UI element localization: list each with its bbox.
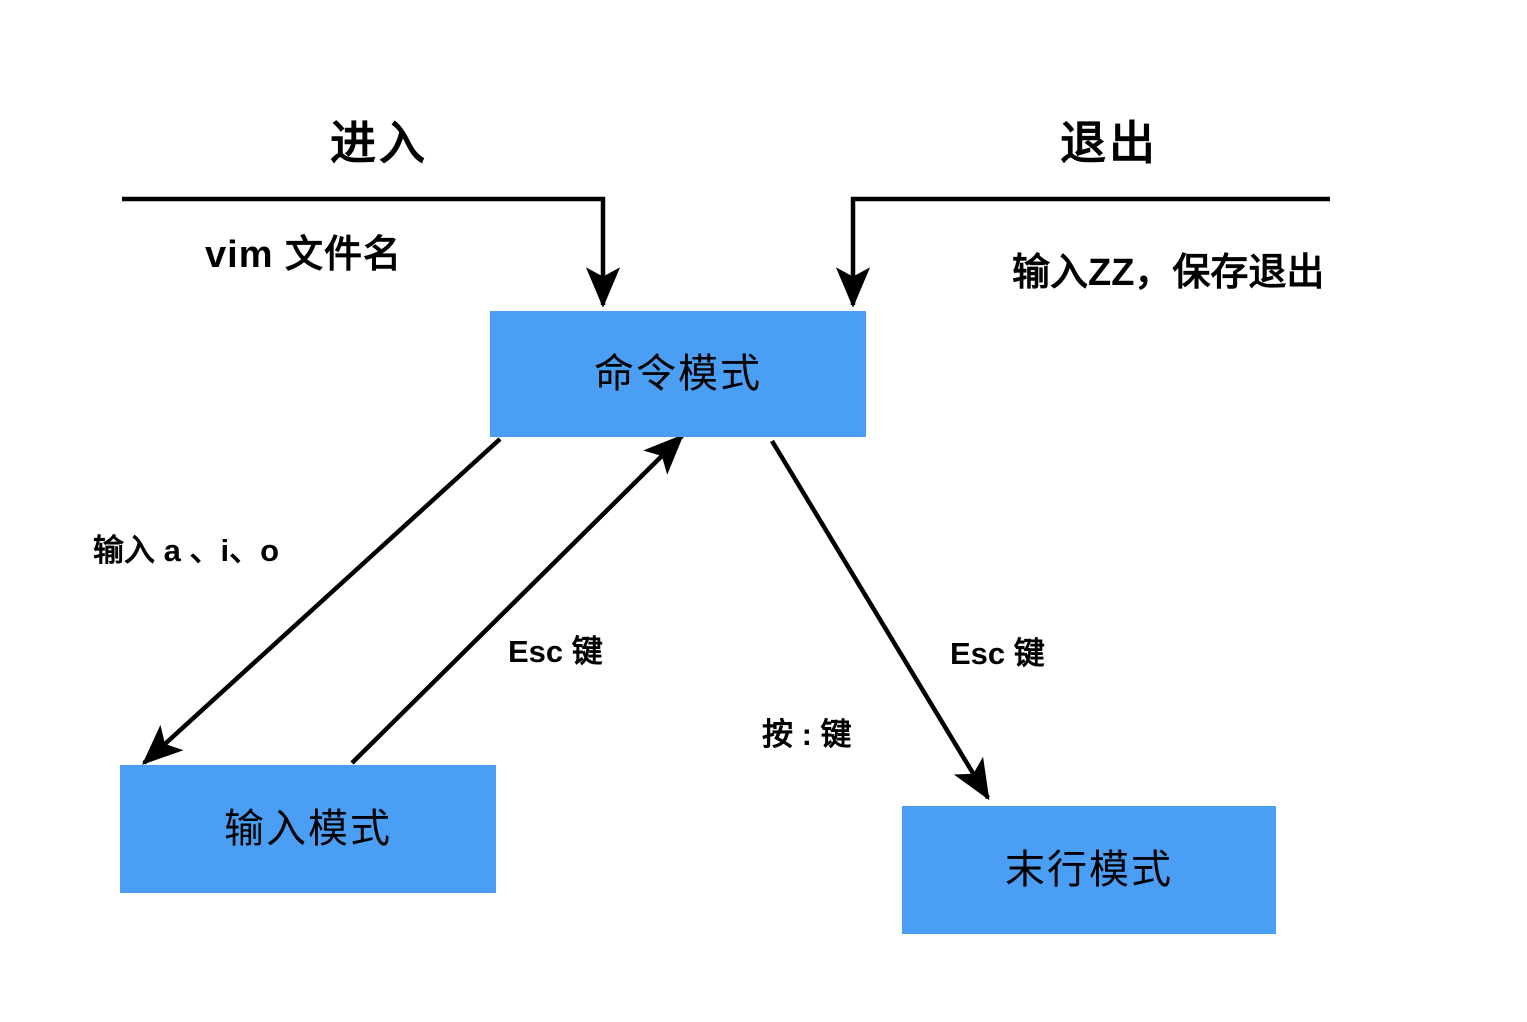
node-lastline-mode-label: 末行模式 — [1005, 848, 1173, 892]
edge-label-command-to-insert: 输入 a 、i、o — [93, 533, 280, 568]
edge-command-to-insert — [142, 437, 502, 765]
node-command-mode-label: 命令模式 — [594, 352, 762, 396]
node-lastline-mode[interactable]: 末行模式 — [902, 806, 1276, 934]
node-insert-mode-label: 输入模式 — [224, 807, 392, 851]
edge-label-command-to-lastline: 按 : 键 — [762, 717, 852, 752]
header-label-enter: 进入 — [330, 117, 428, 169]
edge-label-exit-command: 输入ZZ，保存退出 — [1012, 252, 1325, 294]
edge-exit-to-command — [835, 196, 1330, 308]
edge-insert-to-command — [350, 434, 684, 765]
edge-label-enter-command: vim 文件名 — [205, 234, 403, 276]
edge-command-to-lastline — [770, 439, 990, 801]
header-label-exit: 退出 — [1060, 117, 1158, 169]
node-command-mode[interactable]: 命令模式 — [490, 311, 866, 437]
edge-enter-to-command — [122, 196, 621, 308]
node-insert-mode[interactable]: 输入模式 — [120, 765, 496, 893]
edge-label-insert-to-command: Esc 键 — [508, 634, 603, 669]
edge-label-lastline-to-command: Esc 键 — [950, 636, 1045, 671]
